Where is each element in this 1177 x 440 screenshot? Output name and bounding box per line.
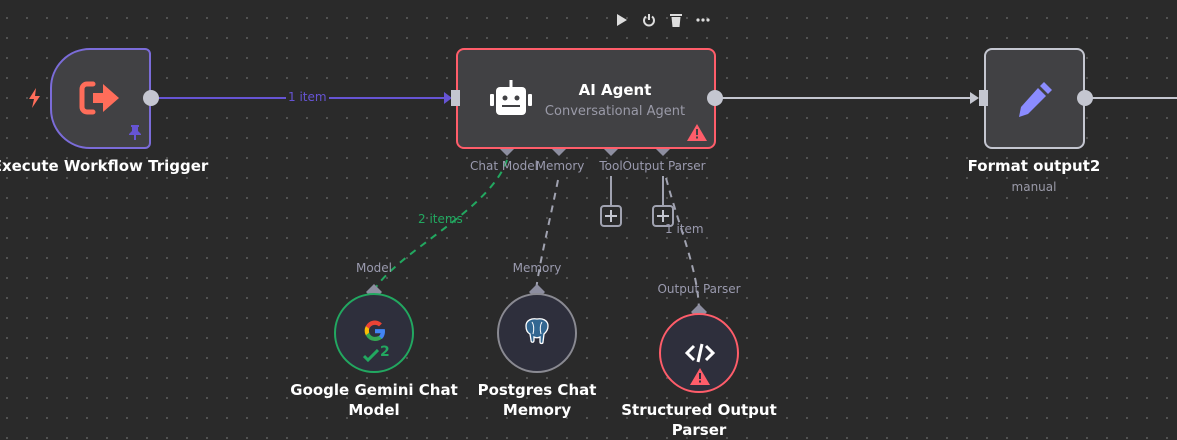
node-subtitle: manual [1011, 180, 1057, 194]
output-handle[interactable] [143, 90, 159, 106]
edge-arrow [970, 92, 979, 104]
edge-label: 1 item [286, 90, 329, 104]
input-handle[interactable] [979, 90, 988, 106]
node-title: Structured Output [621, 401, 777, 419]
node-format-output2[interactable] [984, 48, 1085, 149]
edge-arrow [444, 92, 452, 104]
robot-icon [490, 80, 532, 120]
handle-label-output-parser: Output Parser [657, 282, 741, 296]
trash-icon[interactable] [668, 13, 684, 29]
edge-parser-agent[interactable] [665, 177, 700, 311]
node-subtitle: Conversational Agent [544, 104, 686, 119]
node-title: AI Agent [578, 81, 652, 99]
pencil-icon [1016, 80, 1056, 124]
edge-label: 2 items [418, 212, 463, 226]
node-title: Postgres Chat [477, 381, 597, 399]
handle-label-memory: Memory [535, 159, 585, 173]
output-handle[interactable] [1077, 90, 1093, 106]
add-tool-button[interactable] [600, 205, 622, 227]
edge-label: 1 item [665, 222, 704, 236]
sign-out-icon [79, 80, 121, 120]
node-execute-workflow-trigger[interactable] [50, 48, 151, 149]
handle-label-tool: Tool [599, 159, 623, 173]
success-check-icon [362, 347, 380, 366]
handle-label-chat-model: Chat Model [470, 159, 538, 173]
edge-gemini-agent[interactable] [373, 159, 508, 291]
handle-label-memory: Memory [512, 261, 562, 275]
node-ai-agent[interactable]: AI Agent Conversational Agent [456, 48, 716, 149]
add-output-parser-button[interactable] [652, 205, 674, 227]
warning-icon [687, 124, 707, 145]
google-icon [362, 318, 388, 348]
code-icon [684, 343, 716, 367]
warning-icon [690, 368, 710, 389]
node-google-gemini-chat-model[interactable]: 2 [334, 293, 414, 373]
run-count: 2 [380, 344, 390, 360]
node-title: Memory [502, 401, 572, 419]
play-icon[interactable] [614, 13, 630, 29]
input-handle[interactable] [451, 90, 460, 106]
trigger-bolt-icon [28, 88, 42, 112]
postgres-elephant-icon [522, 316, 552, 350]
node-title: Parser [671, 421, 727, 439]
pin-icon [128, 124, 142, 144]
node-title: Format output2 [967, 157, 1101, 175]
node-structured-output-parser[interactable] [659, 313, 739, 393]
node-title: Google Gemini Chat [290, 381, 458, 399]
handle-label-model: Model [355, 261, 393, 275]
power-icon[interactable] [641, 13, 657, 29]
output-handle[interactable] [707, 90, 723, 106]
node-postgres-chat-memory[interactable] [497, 293, 577, 373]
node-title: Execute Workflow Trigger [0, 157, 209, 175]
node-title: Model [348, 401, 400, 419]
handle-label-output-parser: Output Parser [622, 159, 706, 173]
more-icon[interactable] [695, 13, 711, 29]
